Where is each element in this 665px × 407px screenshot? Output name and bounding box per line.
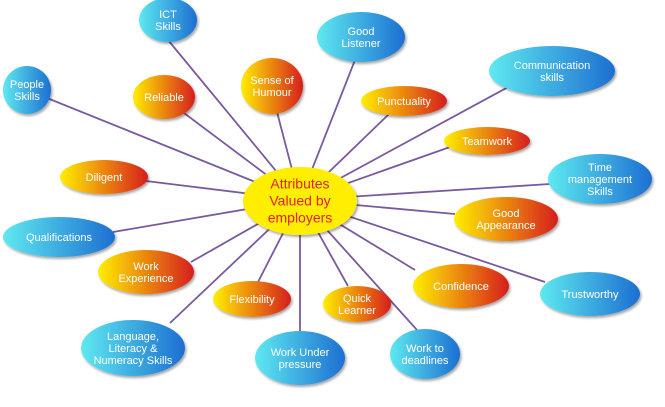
node-label-people-skills: Skills xyxy=(14,91,40,103)
node-shape-work-under-pressure xyxy=(255,331,345,385)
node-label-reliable: Reliable xyxy=(144,92,184,104)
node-label-time-management-skills: management xyxy=(568,174,632,186)
node-shape-diligent xyxy=(60,160,148,194)
node-shape-ict-skills xyxy=(139,0,197,42)
node-shape-reliable xyxy=(133,75,195,119)
node-shape-sense-of-humour xyxy=(241,58,303,114)
node-label-work-experience: Work xyxy=(133,261,159,273)
node-trustworthy: Trustworthy xyxy=(540,272,640,316)
node-label-sense-of-humour: Humour xyxy=(252,87,291,99)
node-shape-time-management-skills xyxy=(548,154,652,204)
node-flexibility: Flexibility xyxy=(213,281,291,317)
node-label-quick-learner: Learner xyxy=(338,305,376,317)
node-label-ict-skills: ICT xyxy=(159,9,177,21)
node-shape-teamwork xyxy=(444,127,530,155)
node-label-communication-skills: Communication xyxy=(514,60,590,72)
center-node-label: Valued by xyxy=(269,193,330,209)
node-label-flexibility: Flexibility xyxy=(229,294,275,306)
node-label-good-appearance: Good xyxy=(493,208,520,220)
node-label-people-skills: People xyxy=(10,79,44,91)
node-shape-work-experience xyxy=(98,250,194,294)
node-shape-qualifications xyxy=(3,217,115,257)
node-reliable: Reliable xyxy=(133,75,195,119)
node-label-confidence: Confidence xyxy=(433,281,489,293)
node-label-language-literacy-numeracy: Literacy & xyxy=(109,343,159,355)
node-shape-good-listener xyxy=(317,12,405,62)
node-label-diligent: Diligent xyxy=(86,172,123,184)
node-label-good-appearance: Appearance xyxy=(476,220,535,232)
node-confidence: Confidence xyxy=(413,264,509,308)
node-shape-communication-skills xyxy=(489,46,615,96)
node-label-language-literacy-numeracy: Language, xyxy=(107,331,159,343)
node-label-communication-skills: skills xyxy=(540,72,564,84)
node-label-trustworthy: Trustworthy xyxy=(561,289,619,301)
node-label-work-under-pressure: Work Under xyxy=(271,347,330,359)
node-label-teamwork: Teamwork xyxy=(462,136,513,148)
node-shape-people-skills xyxy=(3,66,51,114)
node-label-work-to-deadlines: deadlines xyxy=(401,355,449,367)
node-label-quick-learner: Quick xyxy=(343,293,372,305)
node-shape-quick-learner xyxy=(323,286,391,322)
node-shape-work-to-deadlines xyxy=(390,329,460,379)
node-label-qualifications: Qualifications xyxy=(26,232,93,244)
node-teamwork: Teamwork xyxy=(444,127,530,155)
center-node-label: Attributes xyxy=(270,176,329,192)
center-node-label: employers xyxy=(268,210,333,226)
node-diligent: Diligent xyxy=(60,160,148,194)
node-shape-language-literacy-numeracy xyxy=(81,320,185,376)
node-label-work-under-pressure: pressure xyxy=(279,359,322,371)
node-shape-flexibility xyxy=(213,281,291,317)
node-shape-good-appearance xyxy=(454,197,558,241)
node-label-good-listener: Good xyxy=(348,26,375,38)
node-shape-confidence xyxy=(413,264,509,308)
node-qualifications: Qualifications xyxy=(3,217,115,257)
node-label-ict-skills: Skills xyxy=(155,21,181,33)
node-language-literacy-numeracy: Language,Literacy &Numeracy Skills xyxy=(81,320,185,376)
node-label-work-to-deadlines: Work to xyxy=(406,343,444,355)
center-node-shape xyxy=(243,167,357,235)
node-punctuality: Punctuality xyxy=(361,86,447,116)
node-label-work-experience: Experience xyxy=(118,273,173,285)
node-shape-punctuality xyxy=(361,86,447,116)
node-label-time-management-skills: Skills xyxy=(587,186,613,198)
node-label-language-literacy-numeracy: Numeracy Skills xyxy=(94,355,173,367)
node-shape-trustworthy xyxy=(540,272,640,316)
node-label-good-listener: Listener xyxy=(341,38,380,50)
node-label-sense-of-humour: Sense of xyxy=(250,75,294,87)
node-label-time-management-skills: Time xyxy=(588,162,612,174)
node-label-punctuality: Punctuality xyxy=(377,96,431,108)
